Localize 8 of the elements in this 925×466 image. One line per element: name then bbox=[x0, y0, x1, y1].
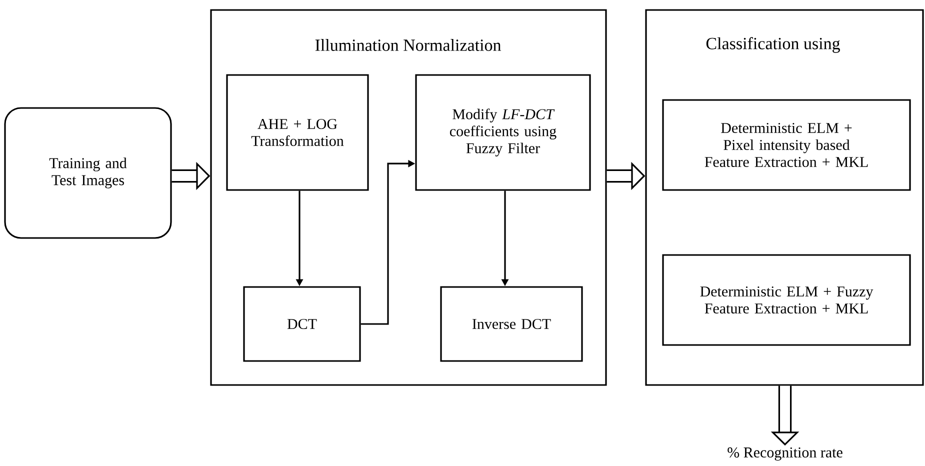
process-box: Modify LF-DCT coefficients using Fuzzy Filter bbox=[415, 74, 591, 191]
process-box: AHE + LOG Transformation bbox=[226, 74, 369, 191]
output-text: % Recognition rate bbox=[728, 447, 842, 461]
process-box: DCT bbox=[243, 286, 361, 362]
process-box: Inverse DCT bbox=[440, 286, 583, 362]
process-box: Deterministic ELM + Pixel intensity based Feature Extraction + MKL bbox=[662, 99, 911, 191]
process-box: Deterministic ELM + Fuzzy Feature Extraction + MKL bbox=[662, 254, 911, 346]
terminal-box: Training and Test Images bbox=[4, 107, 172, 239]
